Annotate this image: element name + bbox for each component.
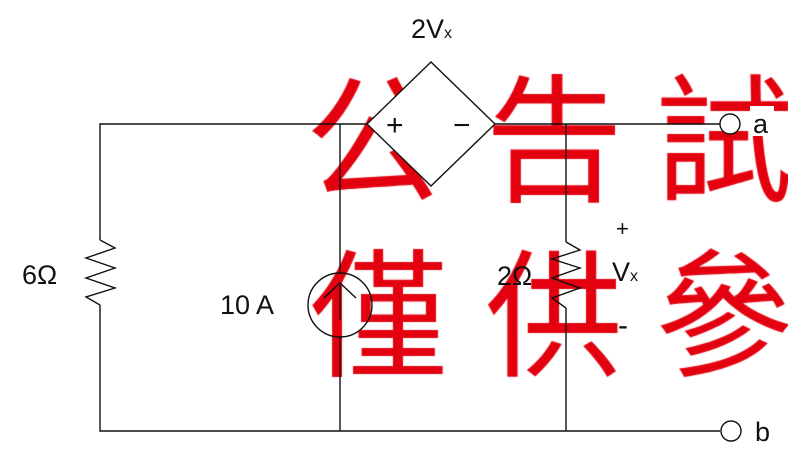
wires xyxy=(99,123,720,432)
vx-label: Vx xyxy=(612,257,638,287)
resistor-6ohm-label: 6Ω xyxy=(22,260,57,290)
current-source-label: 10 A xyxy=(220,290,274,320)
terminal-a xyxy=(719,113,741,135)
source-minus: − xyxy=(453,109,471,142)
arrow-up-icon xyxy=(323,282,357,320)
vx-minus: - xyxy=(618,309,628,342)
current-source xyxy=(307,272,373,338)
terminal-a-label: a xyxy=(753,109,769,139)
terminal-b xyxy=(720,420,742,442)
dependent-source-label: 2Vx xyxy=(411,14,452,44)
resistor-2ohm xyxy=(549,241,583,309)
dependent-voltage-source: + − xyxy=(365,61,497,187)
resistor-6ohm xyxy=(83,239,118,306)
terminal-b-label: b xyxy=(755,417,770,447)
resistor-2ohm-label: 2Ω xyxy=(497,261,532,291)
source-plus: + xyxy=(386,109,404,142)
vx-plus: + xyxy=(616,216,629,241)
